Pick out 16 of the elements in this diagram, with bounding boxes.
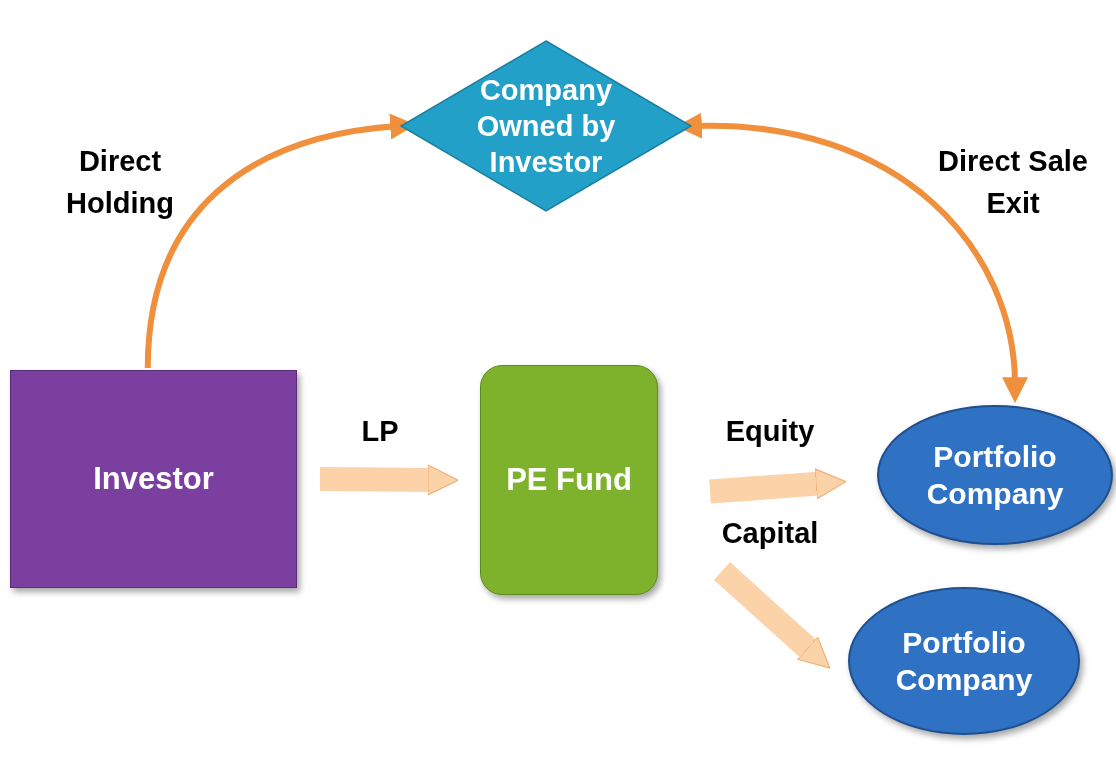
decision-diamond bbox=[400, 40, 692, 212]
edge-label: Direct Sale Exit bbox=[937, 144, 1089, 222]
block-arrow bbox=[319, 464, 459, 496]
block-arrow bbox=[713, 562, 831, 669]
block-arrow bbox=[709, 468, 847, 504]
node-label: PE Fund bbox=[506, 460, 632, 499]
edge-label: LP bbox=[360, 414, 400, 449]
node-label: Portfolio Company bbox=[925, 438, 1065, 512]
edge-label: Equity bbox=[724, 414, 816, 449]
node-label: Company Owned by Investor bbox=[475, 72, 617, 181]
node-label: Investor bbox=[93, 459, 214, 498]
node-label: Portfolio Company bbox=[894, 624, 1034, 698]
process-box bbox=[10, 370, 297, 588]
edge-label: Capital bbox=[720, 516, 820, 551]
edge-label: Direct Holding bbox=[65, 144, 175, 222]
process-box bbox=[480, 365, 658, 595]
